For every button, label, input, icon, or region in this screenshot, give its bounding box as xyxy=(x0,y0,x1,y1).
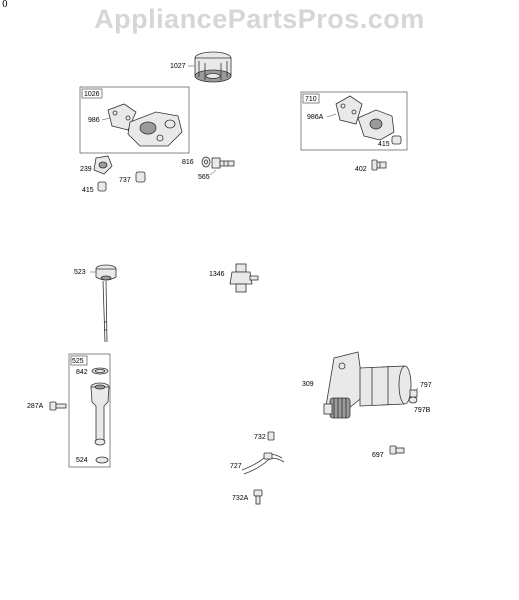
label-732a: 732A xyxy=(232,495,249,502)
label-732: 732 xyxy=(254,434,266,441)
oil-filter-adapter-gasket-part[interactable] xyxy=(107,103,137,131)
oil-filter-adapter-710-part[interactable] xyxy=(357,109,395,141)
label-986: 986 xyxy=(88,117,100,124)
label-565: 565 xyxy=(198,174,210,181)
fitting-415-right-part[interactable] xyxy=(391,135,402,145)
label-415-right: 415 xyxy=(378,141,390,148)
oil-filter-adapter-part[interactable] xyxy=(127,111,183,147)
kit-box-710 xyxy=(300,91,408,151)
oil-pressure-switch-part[interactable] xyxy=(93,155,113,175)
fitting-737-part[interactable] xyxy=(135,171,146,183)
wire-harness-727-part[interactable] xyxy=(241,452,285,475)
label-1026: 1026 xyxy=(84,91,100,98)
label-402: 402 xyxy=(355,166,367,173)
label-309: 309 xyxy=(302,381,314,388)
seal-524-part[interactable] xyxy=(95,456,109,464)
kit-box-525-tag xyxy=(70,355,88,366)
label-797b: 797B xyxy=(414,407,431,414)
screw-287a-part[interactable] xyxy=(49,401,67,411)
bolt-732a-part[interactable] xyxy=(253,489,263,505)
dipstick-part[interactable] xyxy=(95,264,117,343)
bolt-697-part[interactable] xyxy=(389,445,405,455)
kit-box-525 xyxy=(68,353,111,468)
label-239: 239 xyxy=(80,166,92,173)
label-415-left: 415 xyxy=(82,187,94,194)
label-524: 524 xyxy=(76,457,88,464)
kit-box-1026 xyxy=(79,86,190,154)
fitting-415-left-part[interactable] xyxy=(97,181,107,192)
oil-filter-part[interactable] xyxy=(194,51,232,83)
nut-732-part[interactable] xyxy=(267,431,275,441)
screw-402-part[interactable] xyxy=(371,159,387,171)
kit-box-1026-tag xyxy=(81,88,103,99)
washer-797b-part[interactable] xyxy=(408,396,418,404)
label-842: 842 xyxy=(76,369,88,376)
label-737: 737 xyxy=(119,177,131,184)
page-corner-mark: 0 xyxy=(2,0,8,10)
label-727: 727 xyxy=(230,463,242,470)
label-816: 816 xyxy=(182,159,194,166)
nut-797-part[interactable] xyxy=(409,389,418,398)
adapter-gasket-986a-part[interactable] xyxy=(335,95,363,125)
kit-box-710-tag xyxy=(302,93,320,104)
label-1027: 1027 xyxy=(170,63,186,70)
label-797: 797 xyxy=(420,382,432,389)
starter-motor-part[interactable] xyxy=(323,351,412,419)
label-523: 523 xyxy=(74,269,86,276)
breather-valve-1346-part[interactable] xyxy=(229,263,259,293)
watermark-logo: AppliancePartsPros.com xyxy=(94,4,425,34)
o-ring-842-part[interactable] xyxy=(91,367,109,375)
bolt-565-part[interactable] xyxy=(211,157,235,169)
label-986a: 986A xyxy=(307,114,324,121)
label-287a: 287A xyxy=(27,403,44,410)
label-1346: 1346 xyxy=(209,271,225,278)
label-697: 697 xyxy=(372,452,384,459)
label-710: 710 xyxy=(305,96,317,103)
washer-816-part[interactable] xyxy=(201,156,211,168)
label-525: 525 xyxy=(72,358,84,365)
dipstick-tube-part[interactable] xyxy=(90,382,110,446)
